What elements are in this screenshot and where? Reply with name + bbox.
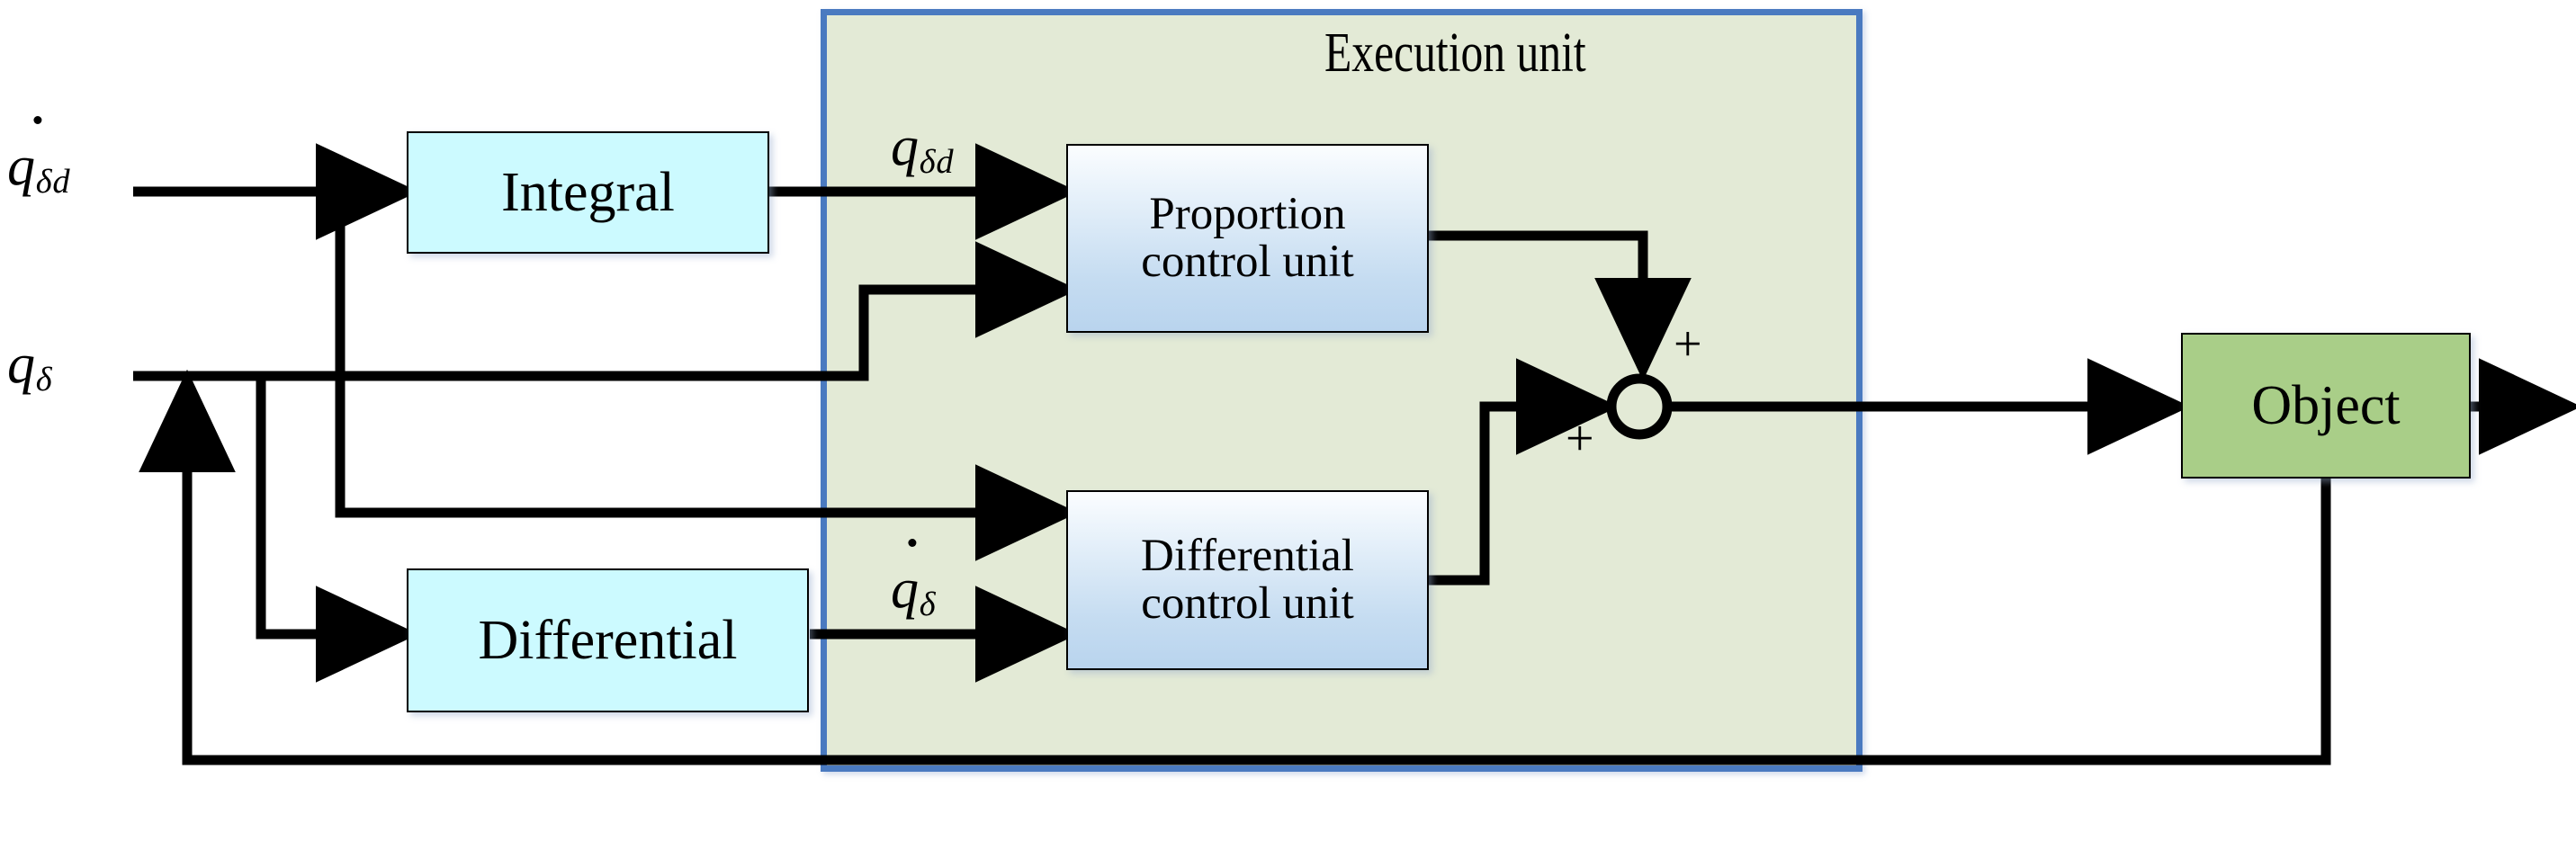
block-proportion-control-unit[interactable]: Proportion control unit xyxy=(1066,144,1429,333)
differential-control-unit-line1: Differential xyxy=(1141,530,1354,581)
signal1-base: q xyxy=(891,116,919,177)
proportion-control-unit-line2: control unit xyxy=(1141,237,1354,287)
input-label-qdot-delta-d: qδd xyxy=(7,115,71,201)
derivative-dot-icon xyxy=(33,115,42,124)
differential-control-unit-line2: control unit xyxy=(1141,578,1354,629)
signal-label-qdot-delta: qδ xyxy=(891,538,937,624)
sum-sign-left: + xyxy=(1566,411,1594,467)
signal1-subscript: δd xyxy=(919,143,955,182)
signal2-base: q xyxy=(891,559,919,620)
block-object[interactable]: Object xyxy=(2181,333,2471,479)
wire-proportion-to-sum xyxy=(1429,230,1692,381)
signal2-subscript: δ xyxy=(919,586,937,624)
block-object-label: Object xyxy=(2251,374,2401,436)
sum-sign-top: + xyxy=(1674,317,1702,372)
input2-base: q xyxy=(7,334,35,395)
summing-junction-circle xyxy=(1606,373,1673,440)
block-integral-label: Integral xyxy=(501,161,675,223)
wire-input1-branch-to-diff-ctrl xyxy=(335,192,1079,561)
wire-input2-to-proportion xyxy=(133,241,1079,381)
proportion-control-unit-line1: Proportion xyxy=(1149,188,1346,239)
input1-base: q xyxy=(7,136,35,197)
signal-label-q-delta-d: qδd xyxy=(891,115,955,182)
block-differential-label: Differential xyxy=(478,609,738,671)
block-differential-control-unit[interactable]: Differential control unit xyxy=(1066,490,1429,670)
wire-input2-branch-to-differential xyxy=(256,376,419,683)
wire-diffctrl-to-sum xyxy=(1429,358,1620,586)
wire-feedback-loop xyxy=(139,369,2331,765)
execution-unit-title: Execution unit xyxy=(1324,22,1586,84)
derivative-dot-icon-2 xyxy=(908,538,917,547)
block-differential[interactable]: Differential xyxy=(407,568,809,712)
block-integral[interactable]: Integral xyxy=(407,131,769,254)
input1-subscript: δd xyxy=(35,163,71,201)
input-label-q-delta: qδ xyxy=(7,333,53,399)
input2-subscript: δ xyxy=(35,361,53,399)
